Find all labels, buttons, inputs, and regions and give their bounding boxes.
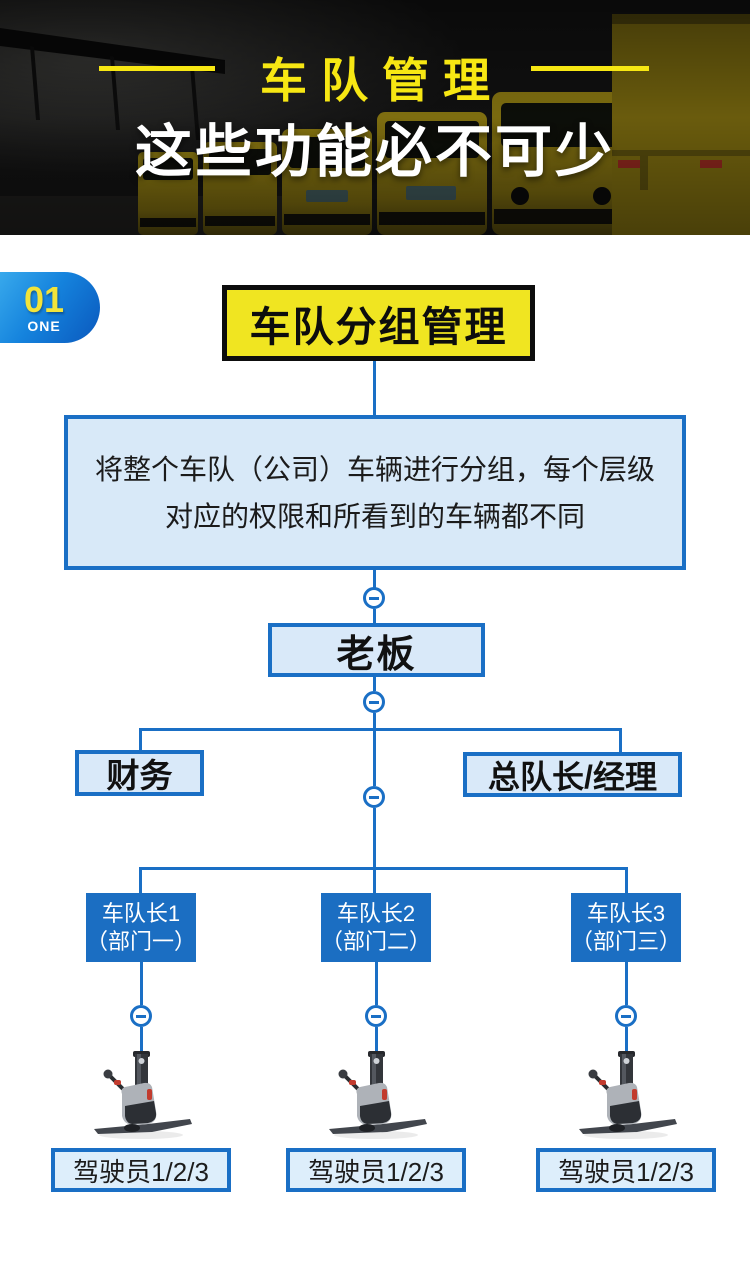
captain-dept: （部门二） [321,928,432,954]
org-node-finance: 财务 [75,750,204,796]
collapse-icon[interactable] [363,786,385,808]
collapse-icon[interactable] [363,691,385,713]
connector-line [372,609,376,623]
org-node-boss: 老板 [268,623,485,677]
org-node-manager: 总队长/经理 [463,752,682,797]
connector-line [624,870,628,893]
title-dash-left [99,66,215,71]
section-title: 车队分组管理 [222,285,535,361]
connector-line [624,1027,628,1053]
org-node-drivers-3: 驾驶员1/2/3 [536,1148,716,1192]
connector-line [372,870,376,893]
description-line: 对应的权限和所看到的车辆都不同 [164,500,585,532]
trucks-photo [0,0,750,235]
page-subtitle: 这些功能必不可少 [135,120,615,184]
description-line: 将整个车队（公司）车辆进行分组，每个层级 [94,453,655,485]
captain-title: 车队长1 [101,900,181,926]
connector-line [374,1027,378,1059]
collapse-icon[interactable] [130,1005,152,1027]
collapse-icon[interactable] [615,1005,637,1027]
connector-line [374,962,378,1005]
captain-title: 车队长3 [586,900,666,926]
org-node-captain-2: 车队长2 （部门二） [321,893,431,962]
connector-line [138,870,142,893]
collapse-icon[interactable] [363,587,385,609]
connector-line [372,808,376,867]
connector-line [138,867,628,870]
connector-line [138,728,622,731]
captain-dept: （部门一） [86,928,197,954]
forklift-image [327,1049,429,1141]
description-box: 将整个车队（公司）车辆进行分组，每个层级 对应的权限和所看到的车辆都不同 [64,415,686,570]
connector-line [139,962,143,1005]
forklift-image [577,1049,679,1141]
connector-line [138,731,142,750]
captain-title: 车队长2 [336,900,416,926]
badge-number: 01 [23,278,65,320]
connector-line [618,731,622,752]
connector-line [139,1027,143,1051]
connector-line [372,570,376,588]
title-dash-right [531,66,649,71]
captain-dept: （部门三） [571,928,682,954]
section-number-badge: 01 ONE [0,272,100,343]
org-node-drivers-1: 驾驶员1/2/3 [51,1148,231,1192]
org-node-drivers-2: 驾驶员1/2/3 [286,1148,466,1192]
connector-line [372,361,376,415]
forklift-image [92,1049,194,1141]
hero-banner: 车队管理 这些功能必不可少 [0,0,750,235]
page-title: 车队管理 [260,54,504,107]
connector-line [372,677,376,691]
org-node-captain-1: 车队长1 （部门一） [86,893,196,962]
connector-line [372,731,376,786]
collapse-icon[interactable] [365,1005,387,1027]
connector-line [372,713,376,728]
badge-word: ONE [27,317,61,334]
org-node-captain-3: 车队长3 （部门三） [571,893,681,962]
connector-line [624,962,628,1005]
